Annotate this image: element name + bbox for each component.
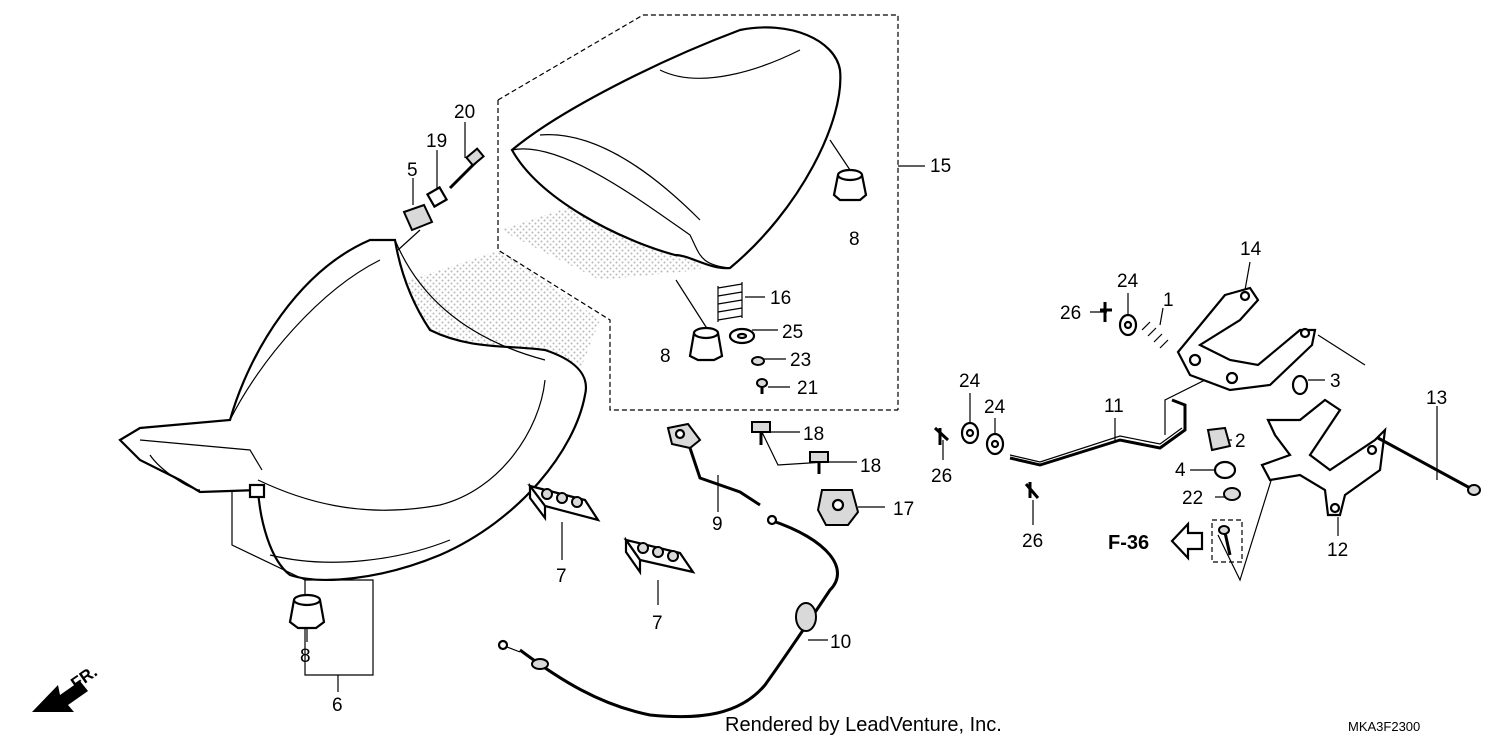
callout-4: 4 [1175, 460, 1186, 481]
callout-21: 21 [797, 378, 818, 399]
bolt-20 [448, 147, 485, 190]
diagram-code: MKA3F2300 [1348, 719, 1420, 734]
callout-26-left: 26 [931, 466, 952, 487]
grommet-8-rear [832, 168, 868, 202]
rubber-block-7-upper [527, 482, 601, 522]
cable-10 [497, 514, 839, 719]
callout-labels: 1 2 3 4 5 6 7 7 8 8 8 9 10 11 12 13 14 1… [300, 102, 1447, 716]
bolt-18-lower [809, 451, 829, 474]
front-seat [118, 238, 588, 581]
callout-18-upper: 18 [803, 424, 824, 445]
callout-3: 3 [1330, 371, 1341, 392]
spring-1 [1141, 321, 1169, 349]
callout-26-lower: 26 [1022, 531, 1043, 552]
callout-26-top: 26 [1060, 303, 1081, 324]
callout-1: 1 [1163, 290, 1174, 311]
bracket-12 [1260, 398, 1387, 517]
leader-lines [231, 14, 1438, 692]
collar-19 [425, 185, 449, 209]
callout-6: 6 [332, 695, 343, 716]
washer-24-left [960, 421, 980, 445]
rubber-block-7-lower [623, 536, 696, 576]
washer-24-middle [985, 432, 1005, 456]
callout-16: 16 [770, 288, 791, 309]
callout-22: 22 [1182, 488, 1203, 509]
callout-8-middle: 8 [660, 346, 671, 367]
cushion-2 [1206, 426, 1232, 452]
callout-13: 13 [1426, 388, 1447, 409]
callout-15: 15 [930, 156, 951, 177]
callout-24-left: 24 [959, 371, 981, 392]
callout-24-top: 24 [1117, 271, 1139, 292]
nut-22 [1223, 487, 1241, 501]
callout-23: 23 [790, 350, 811, 371]
spring-16 [717, 282, 743, 322]
callout-20: 20 [454, 102, 475, 123]
bracket-14 [1176, 286, 1317, 392]
seat-lock-17 [816, 489, 860, 526]
callout-17: 17 [893, 499, 914, 520]
bolt-13 [1377, 436, 1481, 496]
hook-9 [666, 422, 761, 507]
callout-7-upper: 7 [556, 566, 567, 587]
clip-26-lower [1024, 482, 1040, 499]
callout-18-lower: 18 [860, 456, 881, 477]
cushion-5 [402, 203, 434, 232]
reference-label: F-36 [1108, 532, 1149, 554]
callout-8-rear: 8 [849, 229, 860, 250]
footer-credit: Rendered by LeadVenture, Inc. [725, 714, 1002, 736]
clip-26-top [1100, 302, 1112, 322]
grommet-8-middle [688, 326, 724, 362]
nut-23 [751, 356, 765, 366]
callout-11: 11 [1104, 396, 1124, 417]
callout-2: 2 [1235, 431, 1246, 452]
callout-12: 12 [1327, 540, 1348, 561]
callout-9: 9 [712, 514, 723, 535]
collar-3 [1291, 374, 1309, 396]
rear-seat-cowl [510, 26, 842, 270]
callout-14: 14 [1240, 239, 1262, 260]
bolt-21 [756, 378, 768, 394]
callout-7-lower: 7 [652, 613, 663, 634]
callout-25: 25 [782, 322, 803, 343]
callout-19: 19 [426, 131, 447, 152]
washer-25 [728, 327, 756, 345]
direction-arrow [32, 681, 88, 712]
rod-11 [1009, 398, 1187, 467]
callout-10: 10 [830, 632, 851, 653]
callout-5: 5 [407, 160, 418, 181]
callout-8-front: 8 [300, 646, 311, 667]
reference-arrow [1170, 521, 1204, 561]
collar-4 [1213, 460, 1237, 480]
clip-26-left [933, 426, 950, 445]
washer-24-top [1118, 313, 1138, 337]
f36-detail [1211, 519, 1243, 563]
bolt-18-upper [751, 421, 771, 445]
grommet-8-front [288, 593, 326, 630]
callout-24-middle: 24 [984, 397, 1006, 418]
